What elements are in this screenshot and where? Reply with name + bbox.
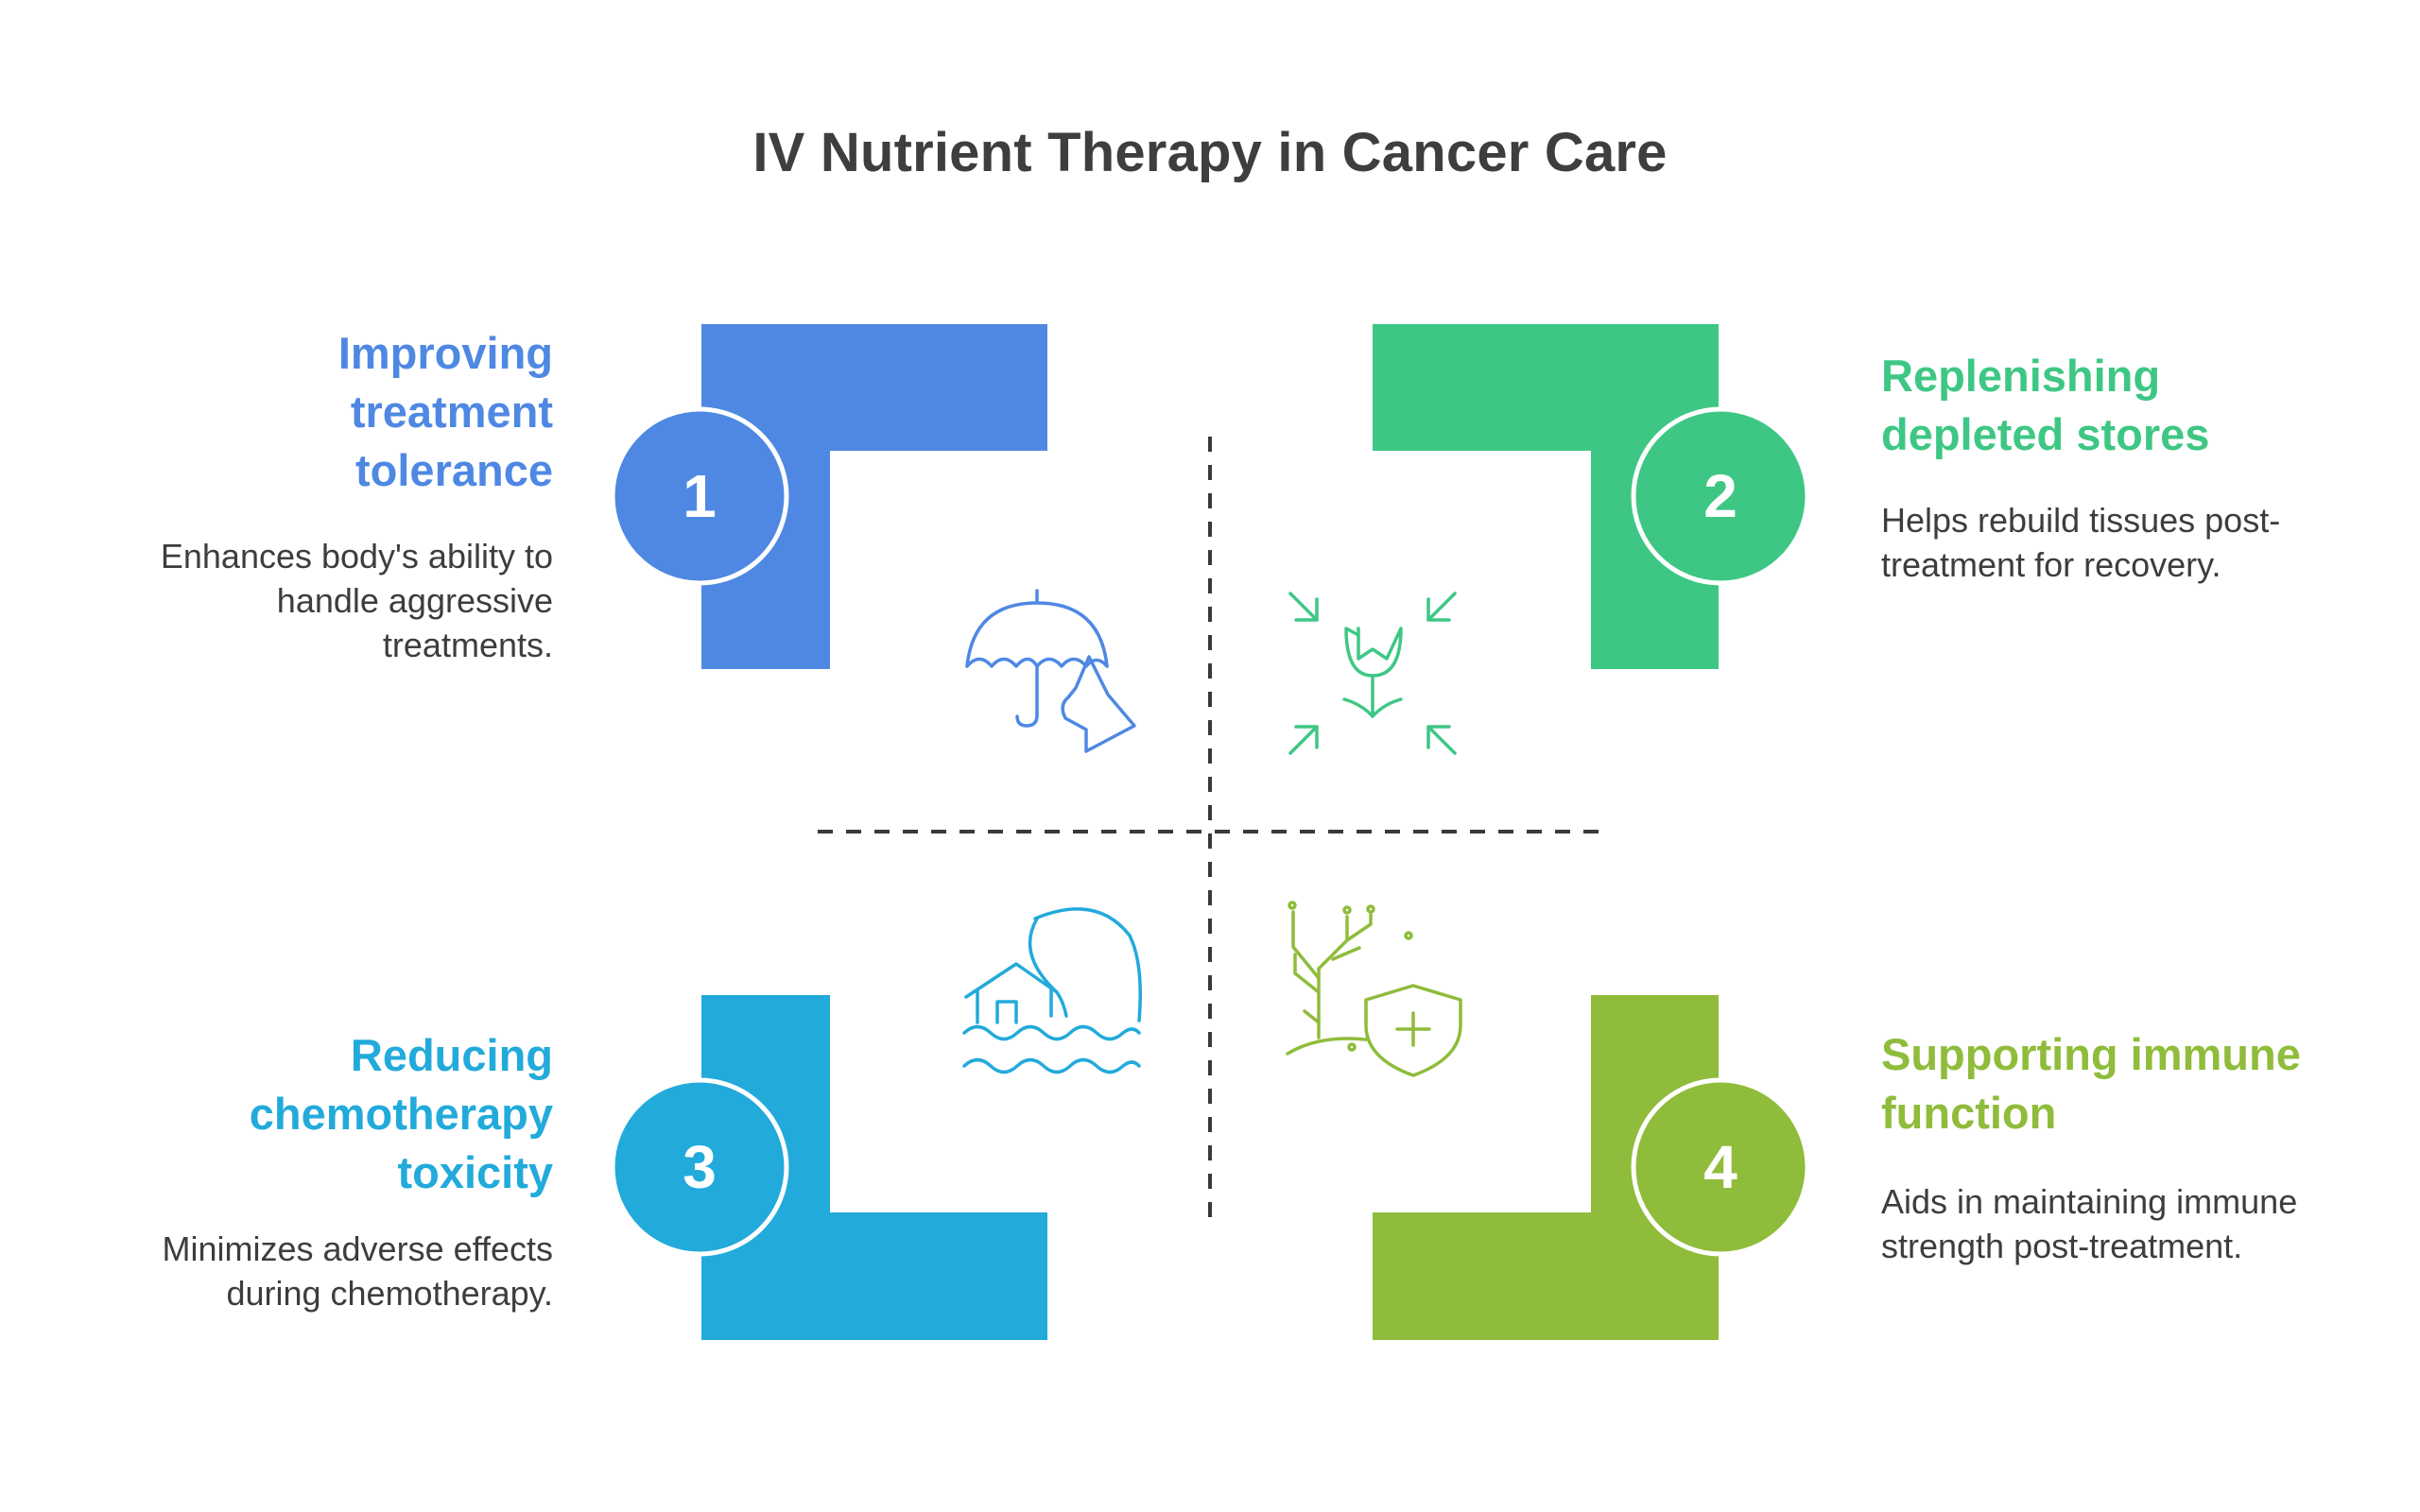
umbrella-shield-icon xyxy=(965,589,1136,753)
quadrant-1-number: 1 xyxy=(683,462,717,530)
quadrant-4-bracket xyxy=(1373,995,1719,1340)
quadrant-3-description: Minimizes adverse effects during chemoth… xyxy=(162,1229,554,1313)
quadrant-2-bracket xyxy=(1373,324,1719,669)
tree-shield-icon xyxy=(1286,901,1462,1077)
quadrant-2-title: Replenishing depleted stores xyxy=(1881,351,2210,459)
quadrant-2-description: Helps rebuild tissues post-treatment for… xyxy=(1881,501,2281,584)
quadrant-3-number: 3 xyxy=(683,1133,717,1201)
page-title: IV Nutrient Therapy in Cancer Care xyxy=(752,122,1668,183)
quadrant-4-badge: 4 xyxy=(1631,1077,1810,1257)
quadrant-1-title: Improving treatment tolerance xyxy=(337,328,553,495)
quadrant-3-title: Reducing chemotherapy toxicity xyxy=(249,1030,553,1197)
quadrant-1-bracket xyxy=(701,324,1047,669)
quadrant-1-description: Enhances body's ability to handle aggres… xyxy=(160,537,553,664)
quadrant-4-description: Aids in maintaining immune strength post… xyxy=(1881,1182,2298,1265)
quadrant-4-title: Supporting immune function xyxy=(1881,1029,2301,1138)
quadrant-3-bracket xyxy=(701,995,1047,1340)
quadrant-2-badge: 2 xyxy=(1631,406,1810,586)
house-wave-icon xyxy=(962,907,1142,1074)
quadrant-4-number: 4 xyxy=(1703,1133,1737,1201)
flower-converge-icon xyxy=(1288,592,1457,755)
quadrant-1-badge: 1 xyxy=(610,406,789,586)
quadrant-3-badge: 3 xyxy=(610,1077,789,1257)
quadrant-2-number: 2 xyxy=(1703,462,1737,530)
